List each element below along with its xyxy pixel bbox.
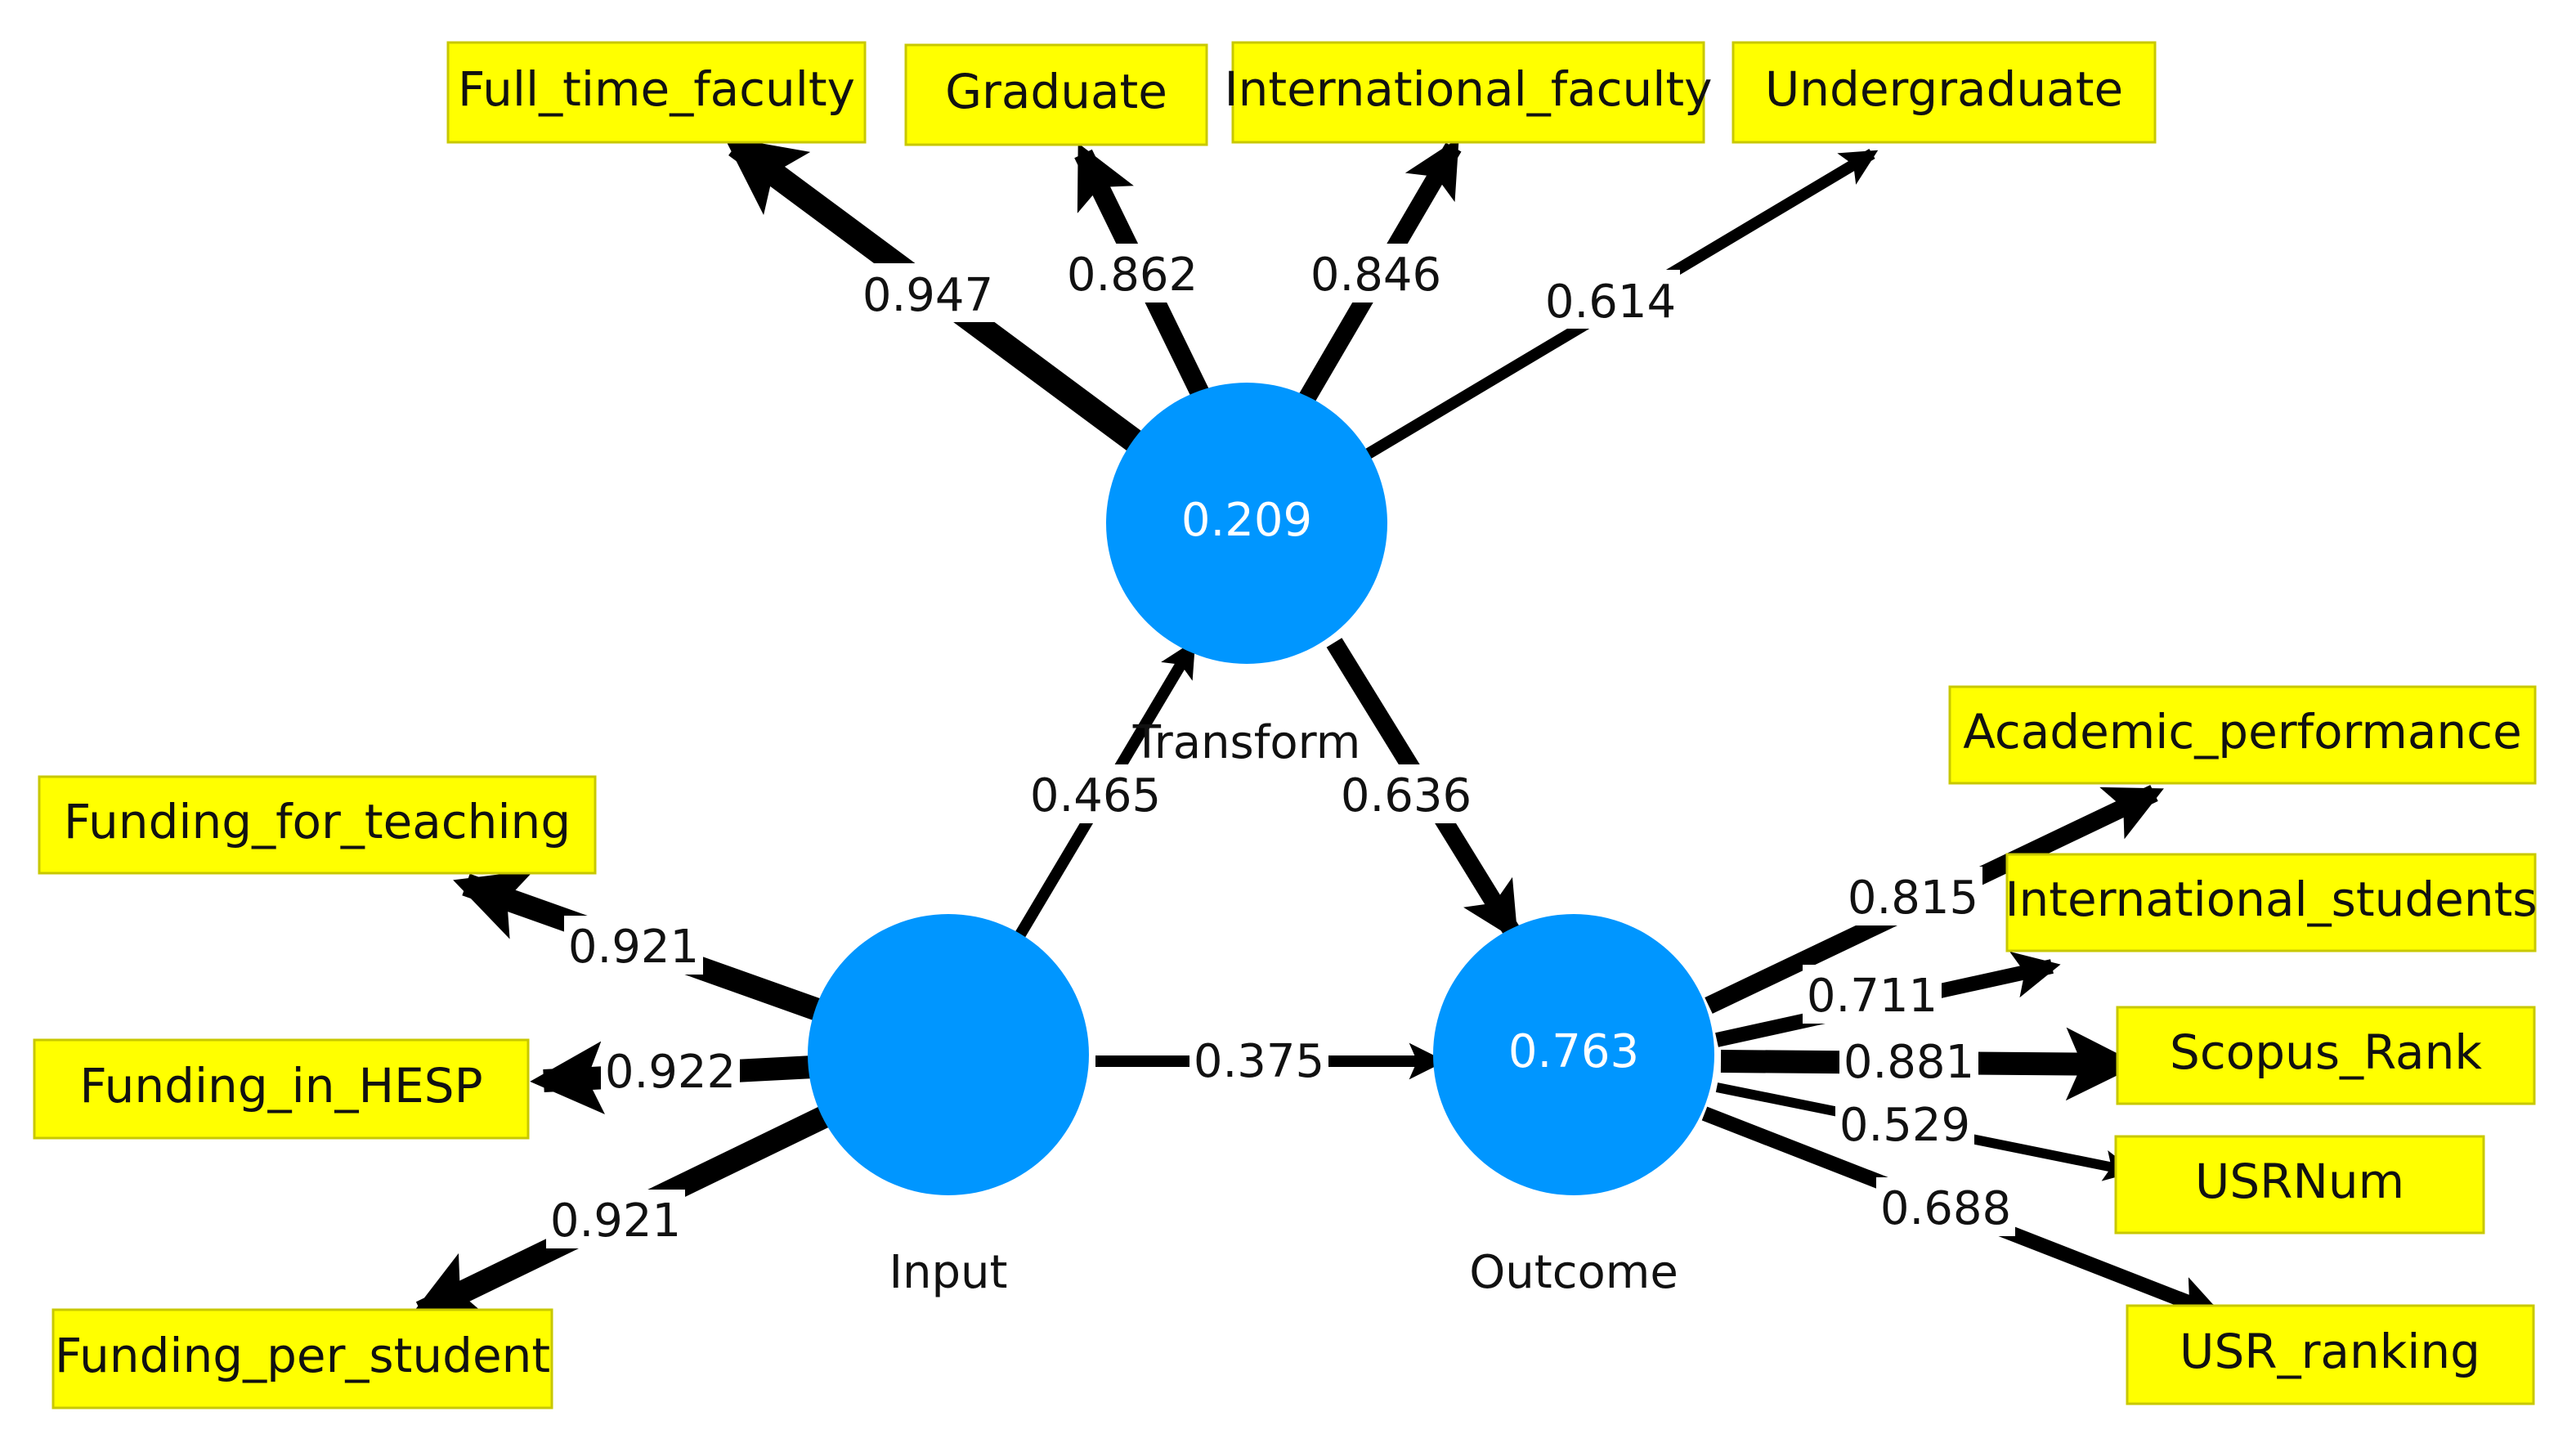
indicator-full-time-faculty: Full_time_faculty: [446, 41, 867, 144]
indicator-box-academic-performance: [1948, 685, 2537, 785]
latent-outcome: 0.763 Outcome: [1433, 914, 1714, 1299]
indicator-box-funding-for-teaching: [38, 775, 597, 875]
indicator-undergraduate: Undergraduate: [1732, 41, 2157, 144]
indicator-label-international-faculty: International_faculty: [1225, 61, 1713, 117]
path-label-transform-international-faculty: 0.846: [1310, 249, 1441, 302]
indicator-funding-per-student: Funding_per_student: [52, 1308, 553, 1409]
indicator-international-students: International_students: [2005, 853, 2538, 952]
latent-label-transform: Transform: [1132, 716, 1361, 769]
indicator-international-faculty: International_faculty: [1225, 41, 1713, 144]
indicator-label-usrnum: USRNum: [2195, 1154, 2404, 1209]
path-label-transform-graduate: 0.862: [1067, 249, 1198, 302]
indicator-academic-performance: Academic_performance: [1948, 685, 2537, 785]
path-label-outcome-academic-performance: 0.815: [1848, 872, 1978, 925]
indicator-scopus-rank: Scopus_Rank: [2116, 1006, 2536, 1105]
indicator-box-usr-ranking: [2126, 1304, 2535, 1405]
path-label-input-funding-in-hesp: 0.922: [605, 1046, 736, 1099]
latent-circle-transform: [1106, 383, 1387, 664]
path-labels-layer: 0.947 0.862 0.846 0.614 0.465 0.636 0.37…: [546, 244, 2015, 1248]
latent-transform: 0.209 Transform: [1106, 383, 1387, 769]
indicator-label-academic-performance: Academic_performance: [1963, 704, 2522, 760]
indicator-label-international-students: International_students: [2005, 872, 2537, 927]
indicator-label-undergraduate: Undergraduate: [1765, 61, 2123, 117]
indicator-usr-ranking: USR_ranking: [2126, 1304, 2535, 1405]
indicator-box-usrnum: [2114, 1135, 2485, 1235]
path-label-input-outcome: 0.375: [1194, 1035, 1324, 1088]
indicator-graduate: Graduate: [904, 43, 1208, 146]
path-label-input-funding-per-student: 0.921: [550, 1194, 681, 1248]
indicator-label-usr-ranking: USR_ranking: [2180, 1324, 2480, 1379]
indicator-label-full-time-faculty: Full_time_faculty: [458, 61, 855, 117]
indicator-box-full-time-faculty: [446, 41, 867, 144]
indicator-box-undergraduate: [1732, 41, 2157, 144]
path-label-transform-undergraduate: 0.614: [1545, 276, 1676, 329]
path-label-transform-outcome: 0.636: [1341, 769, 1472, 822]
latent-circle-input: [808, 914, 1089, 1195]
path-label-outcome-international-students: 0.711: [1807, 970, 1938, 1023]
r2-transform: 0.209: [1181, 494, 1312, 547]
path-label-outcome-scopus-rank: 0.881: [1844, 1036, 1974, 1089]
indicator-label-funding-for-teaching: Funding_for_teaching: [64, 794, 571, 849]
r2-outcome: 0.763: [1508, 1025, 1639, 1078]
indicator-box-funding-in-hesp: [33, 1038, 530, 1140]
latent-circle-outcome: [1433, 914, 1714, 1195]
indicator-label-funding-per-student: Funding_per_student: [55, 1328, 550, 1383]
latent-label-outcome: Outcome: [1469, 1246, 1678, 1299]
indicator-label-scopus-rank: Scopus_Rank: [2170, 1024, 2482, 1080]
latent-label-input: Input: [889, 1246, 1007, 1299]
path-label-outcome-usr-ranking: 0.688: [1880, 1182, 2011, 1235]
path-label-transform-full-time-faculty: 0.947: [862, 269, 993, 322]
indicator-box-scopus-rank: [2116, 1006, 2536, 1105]
indicator-usrnum: USRNum: [2114, 1135, 2485, 1235]
indicator-funding-in-hesp: Funding_in_HESP: [33, 1038, 530, 1140]
indicator-funding-for-teaching: Funding_for_teaching: [38, 775, 597, 875]
path-label-outcome-usrnum: 0.529: [1839, 1099, 1970, 1152]
path-label-input-funding-for-teaching: 0.921: [568, 921, 699, 974]
indicator-box-funding-per-student: [52, 1308, 553, 1409]
indicator-box-international-faculty: [1231, 41, 1705, 144]
indicator-label-graduate: Graduate: [945, 64, 1167, 119]
latent-input: Input: [808, 914, 1089, 1299]
indicator-label-funding-in-hesp: Funding_in_HESP: [79, 1058, 482, 1114]
path-label-input-transform: 0.465: [1030, 769, 1161, 822]
indicator-box-international-students: [2005, 853, 2537, 952]
indicator-box-graduate: [904, 43, 1208, 146]
